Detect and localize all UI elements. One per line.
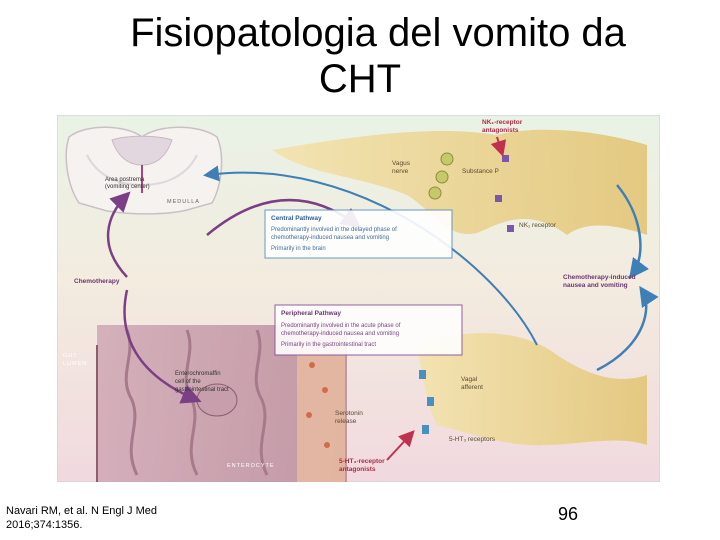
- svg-text:Central Pathway: Central Pathway: [271, 215, 322, 222]
- enterocyte-label: ENTEROCYTE: [227, 463, 275, 469]
- chemotherapy-label: Chemotherapy: [74, 278, 120, 285]
- gut-wall-drawing: [96, 325, 347, 482]
- citation-line-1: Navari RM, et al. N Engl J Med: [6, 505, 157, 517]
- medulla-label: MEDULLA: [167, 199, 200, 205]
- svg-text:Predominantly involved in the: Predominantly involved in the acute phas…: [281, 323, 402, 348]
- svg-text:Peripheral Pathway: Peripheral Pathway: [281, 310, 341, 317]
- vagus-nerve-drawing: [272, 129, 647, 235]
- efferent-to-cinv-arrow: [616, 184, 649, 280]
- nk1-antagonists-label: NK₁-receptor antagonists: [482, 119, 524, 134]
- gut-lumen-label: GUT LUMEN: [63, 353, 87, 367]
- serotonin-release-label: Serotonin release: [335, 410, 365, 425]
- svg-text:Predominantly involved in the: Predominantly involved in the delayed ph…: [271, 227, 398, 252]
- central-pathway-box: Central Pathway Predominantly involved i…: [264, 209, 453, 259]
- medulla-drawing: [65, 126, 223, 215]
- ht3-antagonist-arrow: [386, 430, 415, 461]
- area-postrema-label: Area postrema (vomiting center): [105, 177, 150, 190]
- title-line-2: CHT: [318, 57, 402, 101]
- chemotherapy-to-gut-arrow: [123, 289, 202, 404]
- vagal-afferent-label: Vagal afferent: [461, 376, 483, 391]
- title-line-1: Fisiopatologia del vomito da: [130, 11, 626, 55]
- 5ht3-receptors-label: 5-HT₃ receptors: [449, 436, 496, 443]
- pathophysiology-illustration: NK₁-receptor antagonists Vagus nerve Sub…: [57, 115, 660, 482]
- citation-line-2: 2016;374:1356.: [6, 519, 83, 531]
- vagus-nerve-label: Vagus nerve: [392, 160, 412, 175]
- cinv-label: Chemotherapy-induced nausea and vomiting: [563, 274, 637, 289]
- slide-title: Fisiopatologia del vomito da CHT: [0, 10, 720, 102]
- peripheral-pathway-box: Peripheral Pathway Predominantly involve…: [274, 304, 463, 356]
- substance-p-label: Substance P: [462, 168, 499, 175]
- receptor-markers: [419, 152, 514, 434]
- chemotherapy-to-brain-arrow: [106, 191, 131, 278]
- enterochromaffin-label: Enterochromaffin cell of the gastrointes…: [175, 371, 229, 393]
- page-number: 96: [558, 504, 579, 524]
- vagal-afferent-drawing: [417, 333, 647, 446]
- 5ht3-antagonists-label: 5-HT₃-receptor antagonists: [339, 458, 386, 473]
- citation: Navari RM, et al. N Engl J Med 2016;374:…: [6, 504, 157, 532]
- nk1-receptor-label: NK₁ receptor: [519, 222, 557, 229]
- afferent-upward-arrow: [596, 285, 659, 372]
- nk1-antagonist-arrow: [490, 136, 507, 157]
